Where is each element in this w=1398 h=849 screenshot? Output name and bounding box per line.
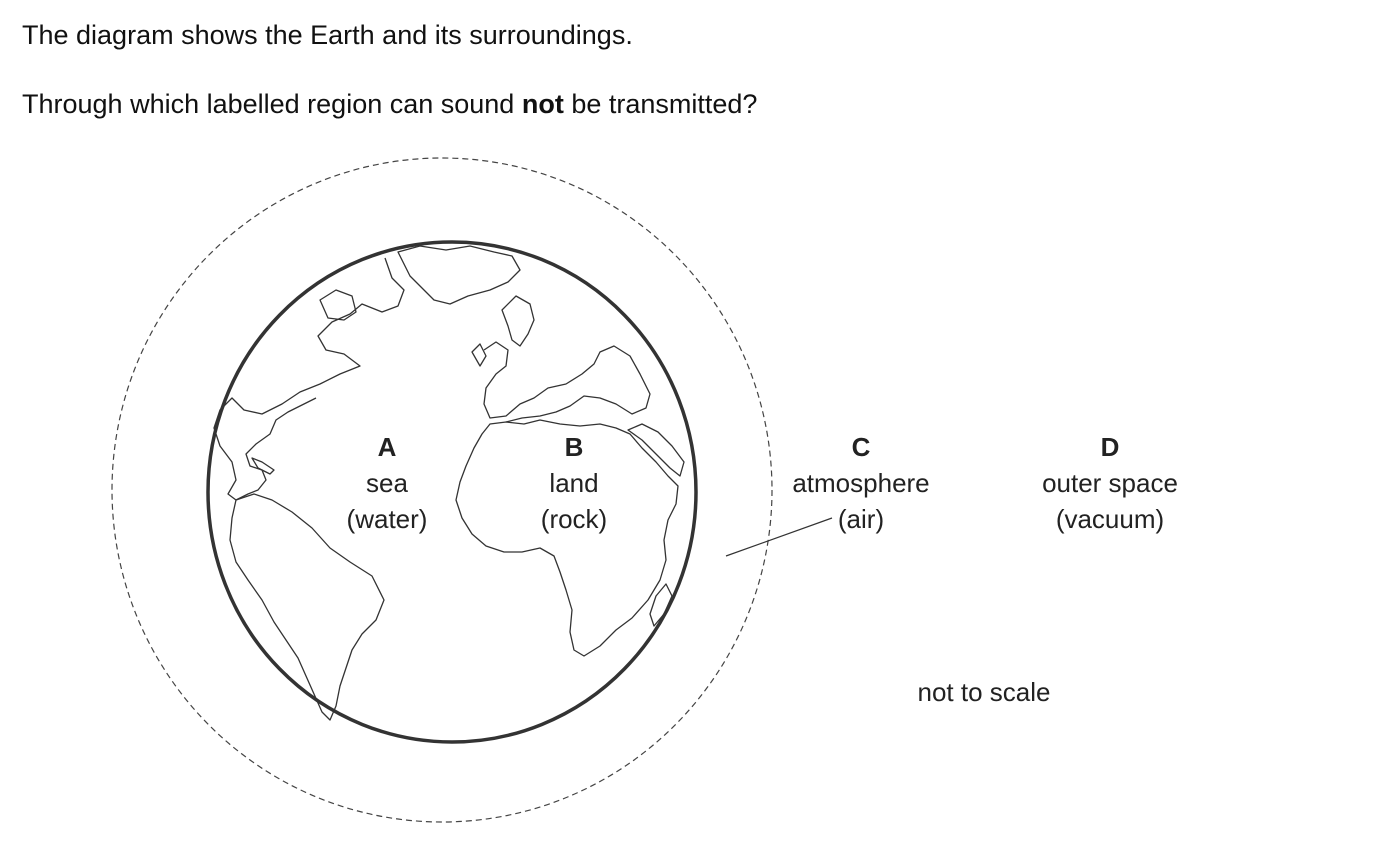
- region-d-letter: D: [1101, 432, 1120, 462]
- south-america-coast: [229, 493, 385, 721]
- region-a-name: sea: [366, 468, 408, 498]
- region-d-label: D outer space (vacuum): [1042, 432, 1178, 534]
- region-a-letter: A: [378, 432, 397, 462]
- madagascar-coast: [649, 583, 673, 627]
- region-a-medium: (water): [347, 504, 428, 534]
- region-d-medium: (vacuum): [1056, 504, 1164, 534]
- atmosphere-boundary: [111, 157, 773, 823]
- atmosphere-pointer: [725, 517, 833, 557]
- british-isles-coast: [471, 343, 487, 367]
- europe-coast: [483, 341, 651, 423]
- region-a-label: A sea (water): [347, 432, 428, 534]
- earth-outline: [206, 240, 698, 744]
- region-c-label: C atmosphere (air): [792, 432, 929, 534]
- region-c-name: atmosphere: [792, 468, 929, 498]
- arabia-coast: [627, 423, 685, 477]
- scandinavia-coast: [501, 295, 535, 347]
- caribbean-coast: [251, 457, 275, 475]
- question-emphasis: not: [521, 89, 564, 119]
- coastlines: [213, 245, 685, 721]
- region-d-name: outer space: [1042, 468, 1178, 498]
- question-part-2: be transmitted?: [563, 89, 758, 119]
- scale-note: not to scale: [918, 677, 1051, 707]
- region-b-label: B land (rock): [541, 432, 607, 534]
- region-b-medium: (rock): [541, 504, 607, 534]
- north-america-coast: [213, 257, 405, 501]
- region-b-letter: B: [565, 432, 584, 462]
- greenland-coast: [397, 245, 521, 305]
- region-b-name: land: [549, 468, 598, 498]
- question-text: Through which labelled region can sound …: [22, 91, 757, 118]
- question-part-1: Through which labelled region can sound: [22, 89, 522, 119]
- intro-text: The diagram shows the Earth and its surr…: [22, 20, 633, 50]
- region-c-letter: C: [852, 432, 871, 462]
- region-c-medium: (air): [838, 504, 884, 534]
- africa-coast: [455, 419, 679, 657]
- arctic-islands-coast: [319, 289, 357, 321]
